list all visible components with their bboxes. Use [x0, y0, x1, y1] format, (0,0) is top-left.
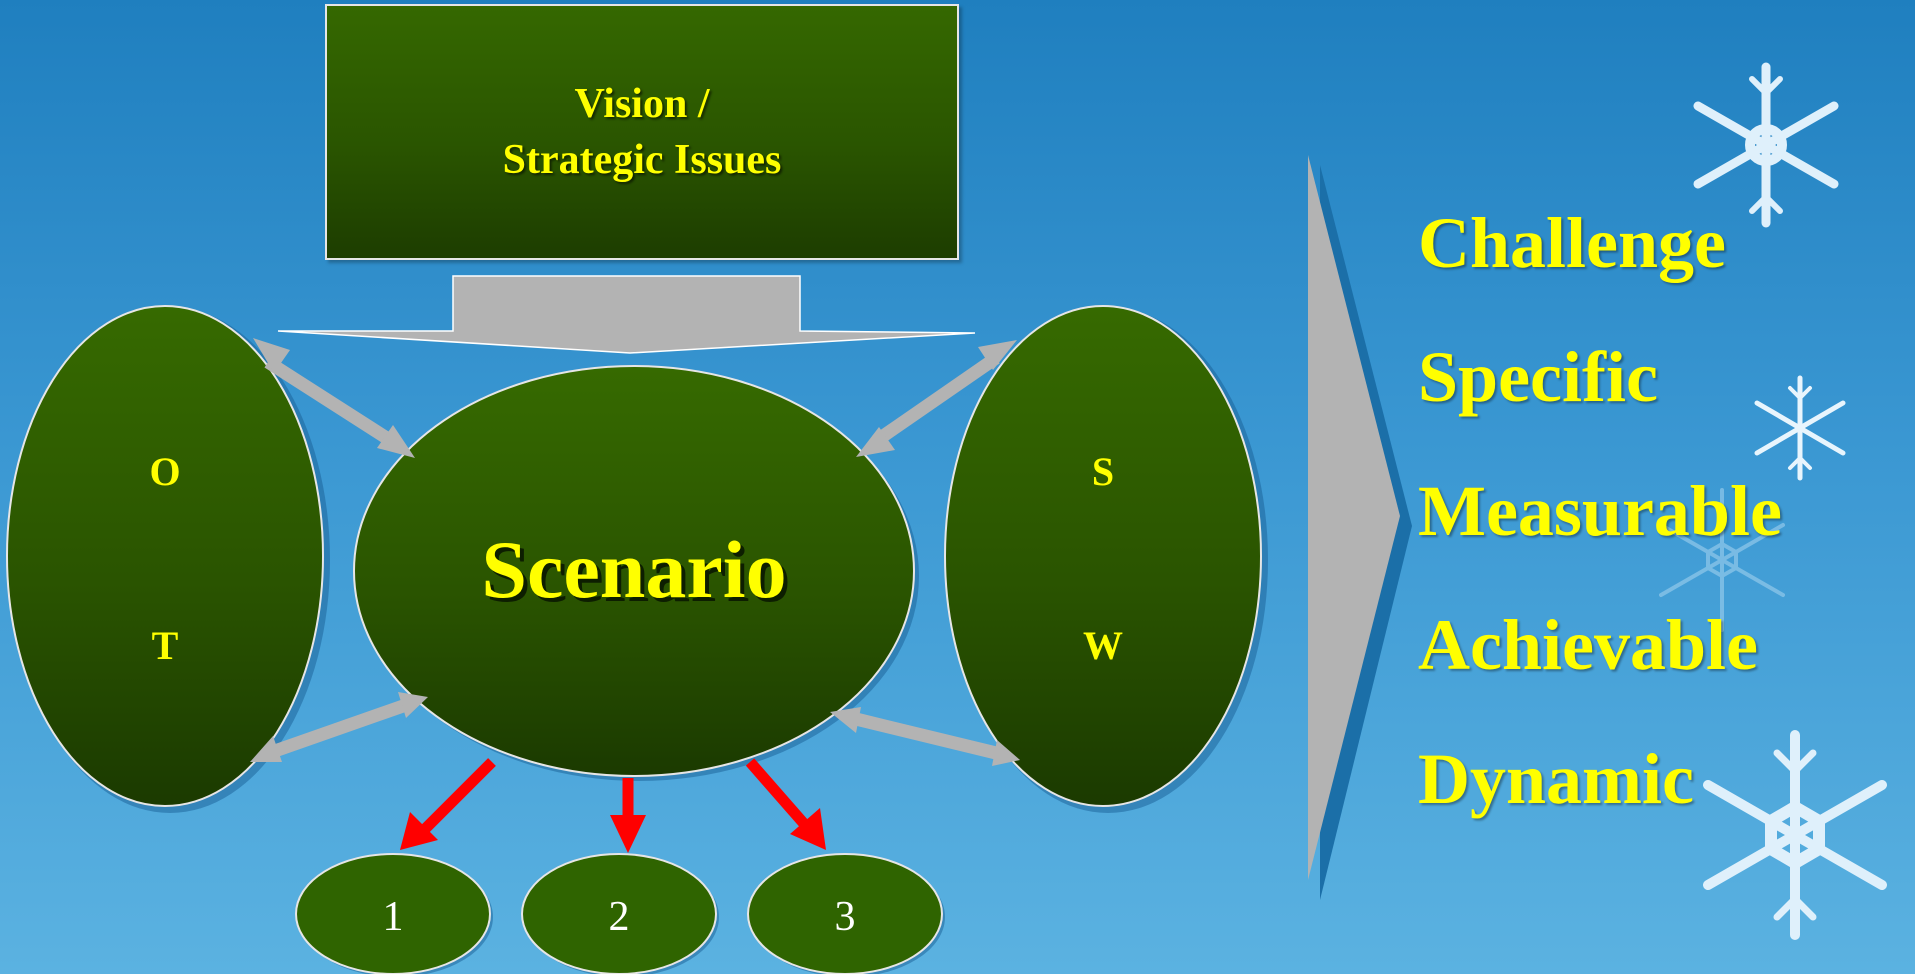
smart-list: Challenge Specific Measurable Achievable… — [1418, 176, 1782, 846]
smart-item-achievable: Achievable — [1418, 605, 1758, 685]
ellipse-label-w: W — [1083, 623, 1123, 668]
merge-arrow — [277, 275, 976, 354]
ellipse-label-s: S — [1092, 449, 1114, 494]
option-ellipse-2 — [521, 853, 717, 974]
smart-item-challenge: Challenge — [1418, 203, 1727, 283]
ellipse-label-o: O — [149, 449, 180, 494]
vision-title-line1: Vision / — [574, 81, 710, 127]
option-label-1: 1 — [383, 894, 404, 940]
double-arrow-top-right — [856, 340, 1017, 457]
chevron-arrow — [1308, 155, 1400, 880]
smart-item-measurable: Measurable — [1418, 471, 1782, 551]
double-arrow-top-left — [253, 338, 415, 458]
scenario-label: Scenario — [481, 524, 786, 615]
vision-box: Vision / Strategic Issues — [325, 4, 959, 260]
ellipse-label-t: T — [152, 623, 179, 668]
scenario-ellipse — [353, 365, 915, 777]
red-arrow-1 — [400, 758, 496, 850]
double-arrow-bottom-left — [250, 692, 428, 762]
option-label-2: 2 — [609, 894, 630, 940]
red-arrow-3 — [745, 758, 826, 850]
option-ellipse-3 — [747, 853, 943, 974]
snowflake-icon — [1703, 730, 1887, 940]
smart-item-specific: Specific — [1418, 337, 1658, 417]
snowflake-icon — [1693, 62, 1839, 228]
smart-item-dynamic: Dynamic — [1418, 739, 1694, 819]
snowflake-icon — [1754, 375, 1846, 481]
scenario-label-shadow: Scenario — [485, 528, 790, 619]
vision-title-line2: Strategic Issues — [502, 137, 782, 183]
option-label-3: 3 — [835, 894, 856, 940]
double-arrow-bottom-right — [830, 707, 1020, 766]
option-ellipse-1 — [295, 853, 491, 974]
snowflake-icon — [1659, 488, 1785, 632]
red-arrow-2 — [610, 778, 646, 853]
